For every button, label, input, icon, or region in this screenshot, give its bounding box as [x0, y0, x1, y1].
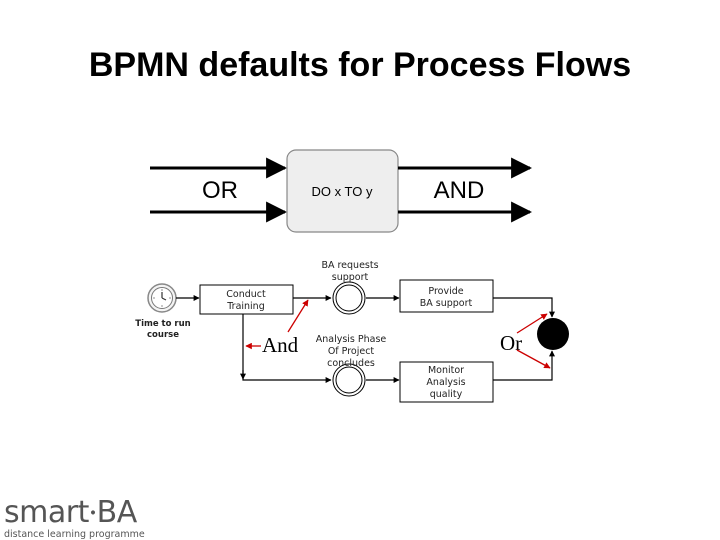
- activity-label: DO x TO y: [312, 184, 373, 199]
- timer-label-line2: course: [147, 330, 179, 340]
- conduct-training-line2: Training: [226, 301, 265, 312]
- analysis-phase-line3: concludes: [327, 358, 375, 369]
- and-annotation-label: And: [262, 333, 299, 357]
- activity-box: [286, 149, 399, 233]
- page-title: BPMN defaults for Process Flows: [88, 46, 632, 84]
- monitor-line1: Monitor: [428, 365, 464, 376]
- timer-event: Time to run course: [135, 283, 191, 340]
- provide-ba-support-task: Provide BA support: [399, 279, 494, 313]
- ba-requests-line2: support: [332, 272, 369, 283]
- monitor-analysis-task: Monitor Analysis quality: [399, 361, 494, 403]
- and-arrow-up: [287, 299, 309, 333]
- and-annotation: And: [245, 299, 309, 357]
- flow-training-down: [242, 314, 332, 383]
- monitor-line3: quality: [430, 389, 463, 400]
- clock-icon: [153, 289, 171, 307]
- provide-ba-line1: Provide: [428, 286, 463, 297]
- conduct-training-line1: Conduct: [226, 289, 266, 300]
- or-annotation: Or: [500, 313, 551, 369]
- provide-ba-line2: BA support: [420, 298, 473, 309]
- flow-monitor-end: [493, 350, 555, 381]
- ba-requests-event: BA requests support: [321, 260, 379, 315]
- logo-tagline: distance learning programme: [4, 528, 145, 540]
- and-label: AND: [434, 177, 485, 204]
- ba-requests-line1: BA requests: [321, 260, 378, 271]
- analysis-phase-line1: Analysis Phase: [316, 334, 387, 345]
- logo-main: smart: [4, 495, 89, 530]
- monitor-line2: Analysis: [426, 377, 465, 388]
- timer-label-line1: Time to run: [135, 319, 190, 329]
- or-label: OR: [202, 177, 238, 204]
- logo-dot: •: [88, 505, 97, 522]
- flow-provide-end: [493, 297, 555, 318]
- logo-suffix: BA: [96, 495, 138, 530]
- smartba-logo: smart•BA distance learning programme: [4, 498, 145, 540]
- top-diagram: OR DO x TO y AND: [150, 149, 533, 233]
- end-event: [537, 318, 569, 350]
- or-annotation-label: Or: [500, 331, 522, 355]
- analysis-phase-event: Analysis Phase Of Project concludes: [316, 334, 387, 397]
- conduct-training-task: Conduct Training: [199, 284, 294, 315]
- analysis-phase-line2: Of Project: [328, 346, 375, 357]
- or-arrow-down: [516, 349, 551, 369]
- or-arrow-up: [516, 313, 548, 334]
